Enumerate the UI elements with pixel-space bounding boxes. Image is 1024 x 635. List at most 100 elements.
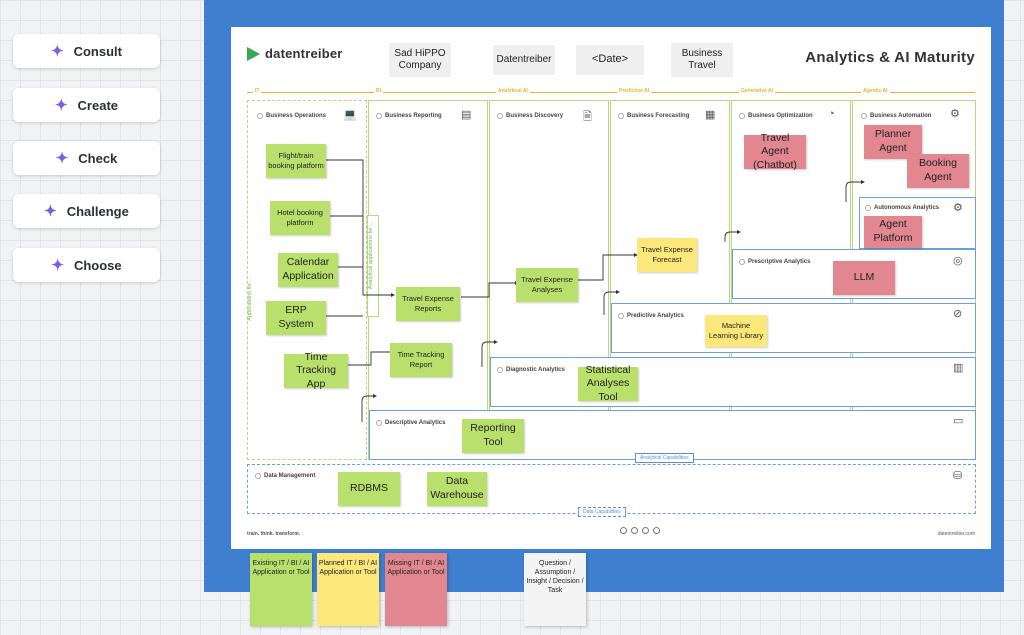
- sa-icon: [642, 527, 649, 534]
- sticky-time-tracking-app[interactable]: Time Tracking App: [284, 351, 348, 390]
- sparkle-icon: ✦: [51, 256, 64, 274]
- choose-label: Choose: [73, 257, 122, 273]
- radio-dot-icon: [376, 420, 382, 426]
- sticky-statistical-tool[interactable]: Statistical Analyses Tool: [578, 364, 638, 403]
- sticky-time-tracking-report[interactable]: Time Tracking Report: [390, 343, 452, 377]
- business-optimization-label: Business Optimization: [739, 113, 813, 119]
- calendar-icon: ▦: [705, 109, 716, 121]
- facilitator-card[interactable]: Datentreiber: [493, 45, 555, 75]
- logo-text: datentreiber: [265, 46, 343, 61]
- descriptive-analytics-label: Descriptive Analytics: [376, 420, 445, 426]
- radio-dot-icon: [739, 113, 745, 119]
- business-discovery-text: Business Discovery: [506, 113, 564, 119]
- diagnostic-analytics-box[interactable]: [490, 357, 976, 407]
- business-reporting-text: Business Reporting: [385, 113, 442, 119]
- sticky-reporting-tool[interactable]: Reporting Tool: [462, 419, 524, 453]
- company-text: Sad HiPPO Company: [394, 47, 446, 72]
- topic-card[interactable]: Business Travel: [671, 43, 733, 77]
- company-card[interactable]: Sad HiPPO Company: [389, 43, 451, 77]
- sticky-travel-expense-analyses[interactable]: Travel Expense Analyses: [516, 268, 578, 302]
- stage-agentic-ai: Agentic AI: [861, 88, 890, 94]
- sticky-travel-expense-reports[interactable]: Travel Expense Reports: [396, 287, 460, 321]
- sticky-agent-platform[interactable]: Agent Platform: [864, 216, 922, 248]
- topic-text: Business Travel: [681, 47, 723, 72]
- diagnostic-analytics-label: Diagnostic Analytics: [497, 367, 565, 373]
- sticky-ml-library[interactable]: Machine Learning Library: [705, 315, 767, 347]
- legend-existing[interactable]: Existing IT / BI / AI Application or Too…: [250, 553, 312, 626]
- diagnostic-analytics-text: Diagnostic Analytics: [506, 367, 565, 373]
- stage-bi: BI: [374, 88, 383, 94]
- robot-icon: ⚙: [950, 108, 960, 120]
- chart-icon: ▥: [953, 362, 964, 374]
- radio-dot-icon: [618, 113, 624, 119]
- autonomous-analytics-text: Autonomous Analytics: [874, 205, 940, 211]
- business-forecasting-label: Business Forecasting: [618, 113, 689, 119]
- sparkle-icon: ✦: [44, 202, 57, 220]
- legend-question[interactable]: Question / Assumption / Insight / Decisi…: [524, 553, 586, 626]
- sticky-planner-agent[interactable]: Planner Agent: [864, 125, 922, 159]
- radio-dot-icon: [497, 113, 503, 119]
- report-icon: ▤: [461, 109, 472, 121]
- sticky-hotel-booking[interactable]: Hotel booking platform: [270, 201, 330, 235]
- check-label: Check: [78, 150, 118, 166]
- datentreiber-logo: datentreiber: [247, 46, 343, 61]
- sticky-calendar[interactable]: Calendar Application: [278, 253, 338, 287]
- date-text: <Date>: [591, 53, 629, 66]
- data-management-text: Data Management: [264, 473, 316, 479]
- maturity-canvas[interactable]: datentreiber Sad HiPPO Company Datentrei…: [231, 27, 991, 549]
- business-operations-section[interactable]: [247, 100, 367, 460]
- facilitator-text: Datentreiber: [496, 53, 552, 65]
- choose-button[interactable]: ✦ Choose: [13, 248, 160, 282]
- business-operations-label: Business Operations: [257, 113, 326, 119]
- gauge-icon: ◔: [828, 108, 835, 120]
- monitor-icon: ▭: [953, 415, 964, 427]
- business-operations-text: Business Operations: [266, 113, 327, 119]
- sticky-travel-agent[interactable]: Travel Agent (Chatbot): [744, 132, 806, 171]
- legend-missing[interactable]: Missing IT / BI / AI Application or Tool: [385, 553, 447, 626]
- legend-planned[interactable]: Planned IT / BI / AI Application or Tool: [317, 553, 379, 626]
- crystal-ball-icon: ⊘: [953, 308, 963, 320]
- sticky-erp[interactable]: ERP System: [266, 301, 326, 335]
- radio-dot-icon: [739, 259, 745, 265]
- prescriptive-analytics-label: Prescriptive Analytics: [739, 259, 810, 265]
- radio-dot-icon: [376, 113, 382, 119]
- business-automation-text: Business Automation: [870, 113, 932, 119]
- page-title: Analytics & AI Maturity: [805, 49, 975, 66]
- create-button[interactable]: ✦ Create: [13, 88, 160, 122]
- date-card[interactable]: <Date>: [576, 45, 644, 75]
- radio-dot-icon: [861, 113, 867, 119]
- sparkle-icon: ✦: [55, 149, 69, 167]
- sticky-booking-agent[interactable]: Booking Agent: [907, 154, 969, 188]
- sticky-llm[interactable]: LLM: [833, 261, 895, 295]
- sticky-flight-train[interactable]: Flight/train booking platform: [266, 144, 326, 178]
- laptop-icon: 💻: [343, 109, 357, 121]
- sticky-rdbms[interactable]: RDBMS: [338, 472, 400, 506]
- consult-button[interactable]: ✦ Consult: [13, 34, 160, 68]
- database-icon: ⛁: [953, 470, 963, 482]
- sticky-travel-expense-forecast[interactable]: Travel Expense Forecast: [637, 238, 697, 272]
- business-discovery-label: Business Discovery: [497, 113, 563, 119]
- business-optimization-text: Business Optimization: [748, 113, 813, 119]
- check-button[interactable]: ✦ Check: [13, 141, 160, 175]
- by-icon: [631, 527, 638, 534]
- predictive-analytics-text: Predictive Analytics: [627, 313, 684, 319]
- stage-generative-ai: Generative AI: [739, 88, 776, 94]
- challenge-button[interactable]: ✦ Challenge: [13, 194, 160, 228]
- logo-arrow-icon: [247, 46, 260, 61]
- stage-it: IT: [253, 88, 262, 94]
- stage-line: [247, 92, 975, 93]
- business-automation-label: Business Automation: [861, 113, 931, 119]
- gears-icon: ⚙: [953, 202, 963, 214]
- create-label: Create: [77, 97, 119, 113]
- data-management-label: Data Management: [255, 473, 315, 479]
- radio-dot-icon: [865, 205, 871, 211]
- sparkle-icon: ✦: [51, 42, 64, 60]
- cc-icon: [620, 527, 627, 534]
- radio-dot-icon: [618, 313, 624, 319]
- sticky-data-warehouse[interactable]: Data Warehouse: [427, 472, 487, 506]
- footer-slogan: train. think. transform.: [247, 531, 301, 537]
- predictive-analytics-box[interactable]: [611, 303, 976, 353]
- analytical-capabilities-label: Analytical Capabilities: [635, 453, 694, 463]
- nc-icon: [653, 527, 660, 534]
- radio-dot-icon: [257, 113, 263, 119]
